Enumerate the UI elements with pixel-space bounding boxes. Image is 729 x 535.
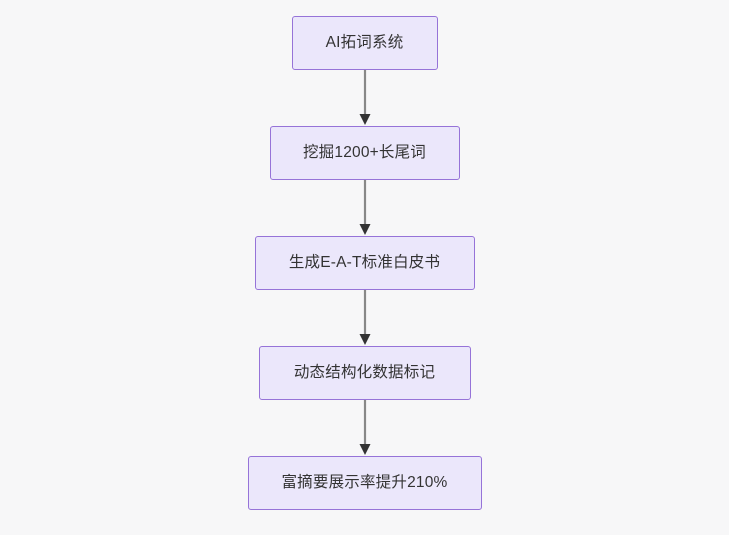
flow-node-ai-keyword-system[interactable]: AI拓词系统 bbox=[291, 16, 438, 70]
down-arrow-icon bbox=[359, 334, 370, 345]
flow-node-mine-longtail-keywords[interactable]: 挖掘1200+长尾词 bbox=[269, 126, 460, 180]
edge-connector-2 bbox=[359, 180, 370, 235]
edge-connector-4 bbox=[359, 400, 370, 455]
edge-connector-3 bbox=[359, 290, 370, 345]
flow-node-rich-snippet-impression-lift[interactable]: 富摘要展示率提升210% bbox=[247, 456, 482, 510]
down-arrow-icon bbox=[359, 224, 370, 235]
edge-connector-1 bbox=[359, 70, 370, 125]
flow-node-dynamic-structured-data-markup[interactable]: 动态结构化数据标记 bbox=[258, 346, 471, 400]
flow-node-generate-eat-whitepaper[interactable]: 生成E-A-T标准白皮书 bbox=[254, 236, 475, 290]
down-arrow-icon bbox=[359, 444, 370, 455]
down-arrow-icon bbox=[359, 114, 370, 125]
